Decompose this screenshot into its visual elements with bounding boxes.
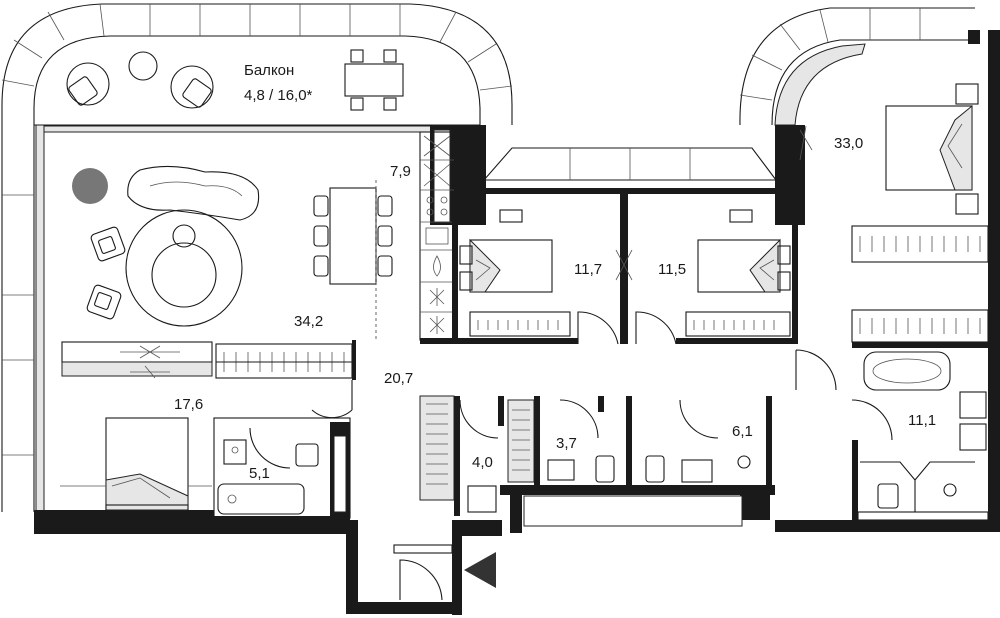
toilet-icon [295,443,319,467]
toilet-icon [595,455,615,483]
room-area-master-bedroom: 33,0 [834,135,863,152]
master-bedroom [799,83,989,343]
side-table-icon [128,51,158,81]
room-area-master-bath: 11,1 [908,412,936,429]
closet [419,395,504,516]
room-area-living: 34,2 [294,313,323,330]
room-area-bath-left: 5,1 [249,465,270,482]
entrance-arrow-icon [464,552,496,588]
bedroom-b [615,194,798,345]
accent-dot-icon [72,168,108,204]
wc-a [507,396,615,486]
wc-b [523,396,772,527]
balcony-table-icon [344,49,404,111]
room-area-kitchen: 7,9 [390,163,411,180]
coffee-table-icon [125,209,243,327]
room-area-wc-b: 6,1 [732,423,753,440]
room-area-bedroom-a: 11,7 [574,261,602,278]
walls [1,30,1000,615]
living-room [61,131,456,379]
sink-icon [959,423,987,451]
hall-wardrobe [215,340,356,380]
balcony-area: 4,8 / 16,0* [244,87,313,104]
sink-icon [681,459,713,483]
armchair-icon [170,65,214,109]
bathtub-icon [217,483,305,515]
toilet-icon [645,455,665,483]
bathtub-icon [863,351,951,391]
room-area-hall: 20,7 [384,370,413,387]
master-bath [851,342,989,521]
dining-table-icon [313,187,393,285]
armchair-icon [66,62,110,106]
armchair-icon [86,284,122,320]
sink-icon [223,439,247,465]
room-area-bedroom-left: 17,6 [174,396,203,413]
room-area-bedroom-b: 11,5 [658,261,686,278]
armchair-icon [90,226,126,262]
sink-icon [959,391,987,419]
balcony [1,3,513,125]
bathroom-left [213,417,351,519]
hall-door [311,380,353,419]
sofa-icon [127,165,260,221]
room-area-wc-a: 3,7 [556,435,577,452]
bay-window [483,147,777,181]
entrance [393,544,496,601]
toilet-icon [877,483,899,509]
balcony-name: Балкон [244,62,294,79]
master-corner-tower [739,7,980,126]
bedroom-a [452,194,619,345]
room-area-closet: 4,0 [472,454,493,471]
hall-door-right [795,349,837,391]
sink-icon [547,459,575,481]
bedroom-left [60,417,212,512]
master-wardrobe [851,225,989,263]
